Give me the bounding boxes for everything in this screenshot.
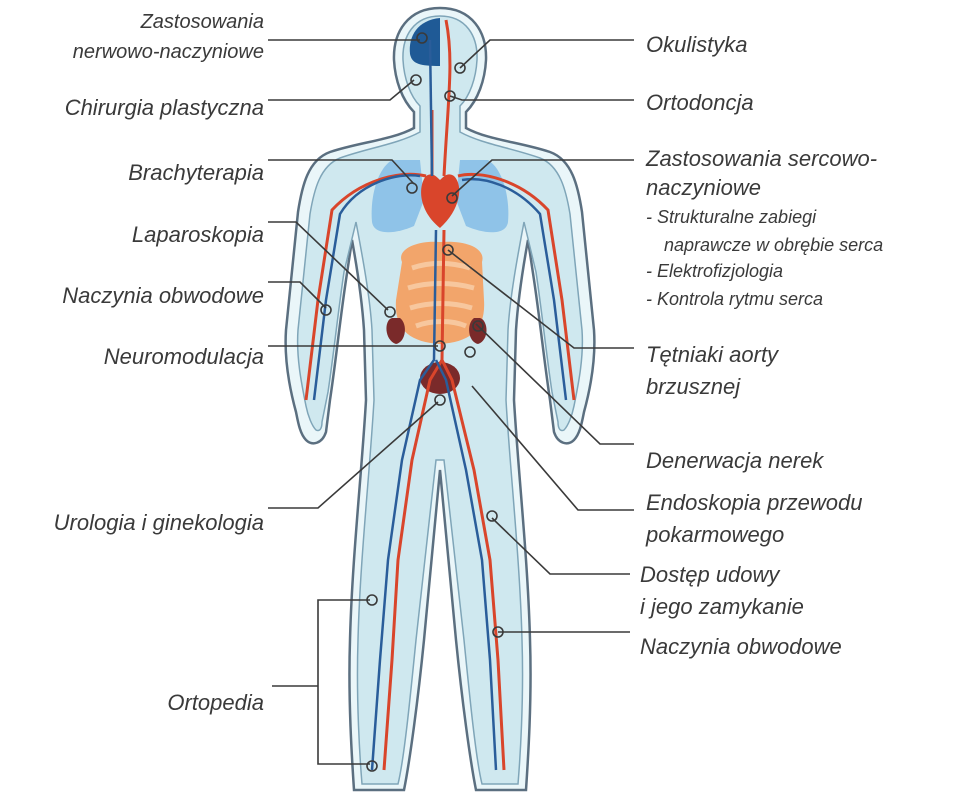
label-neurovascular-1: Zastosowania (141, 12, 264, 32)
label-gi-1: Endoskopia przewodu (646, 492, 862, 514)
label-femoral-2: i jego zamykanie (640, 596, 804, 618)
label-laparoscopy: Laparoskopia (132, 224, 264, 246)
label-cardio-sub-2: naprawcze w obrębie serca (664, 236, 883, 254)
label-gi-2: pokarmowego (646, 524, 784, 546)
label-brachytherapy: Brachyterapia (128, 162, 264, 184)
label-cardio-1: Zastosowania sercowo- (646, 148, 877, 170)
label-ophthalmology: Okulistyka (646, 34, 747, 56)
label-cardio-sub-4: - Kontrola rytmu serca (646, 290, 823, 308)
label-plastic-surgery: Chirurgia plastyczna (65, 97, 264, 119)
label-aaa-2: brzusznej (646, 376, 740, 398)
label-cardio-2: naczyniowe (646, 177, 761, 199)
label-neurovascular-2: nerwowo-naczyniowe (73, 42, 264, 62)
label-peripheral-vessels-left: Naczynia obwodowe (62, 285, 264, 307)
label-aaa-1: Tętniaki aorty (646, 344, 778, 366)
label-cardio-sub-3: - Elektrofizjologia (646, 262, 783, 280)
label-orthopedics: Ortopedia (167, 692, 264, 714)
label-urology-gynecology: Urologia i ginekologia (54, 512, 264, 534)
label-peripheral-vessels-right: Naczynia obwodowe (640, 636, 842, 658)
label-femoral-1: Dostęp udowy (640, 564, 779, 586)
label-cardio-sub-1: - Strukturalne zabiegi (646, 208, 816, 226)
label-neuromodulation: Neuromodulacja (104, 346, 264, 368)
body-silhouette (286, 8, 595, 790)
label-renal-denervation: Denerwacja nerek (646, 450, 823, 472)
label-orthodontics: Ortodoncja (646, 92, 754, 114)
